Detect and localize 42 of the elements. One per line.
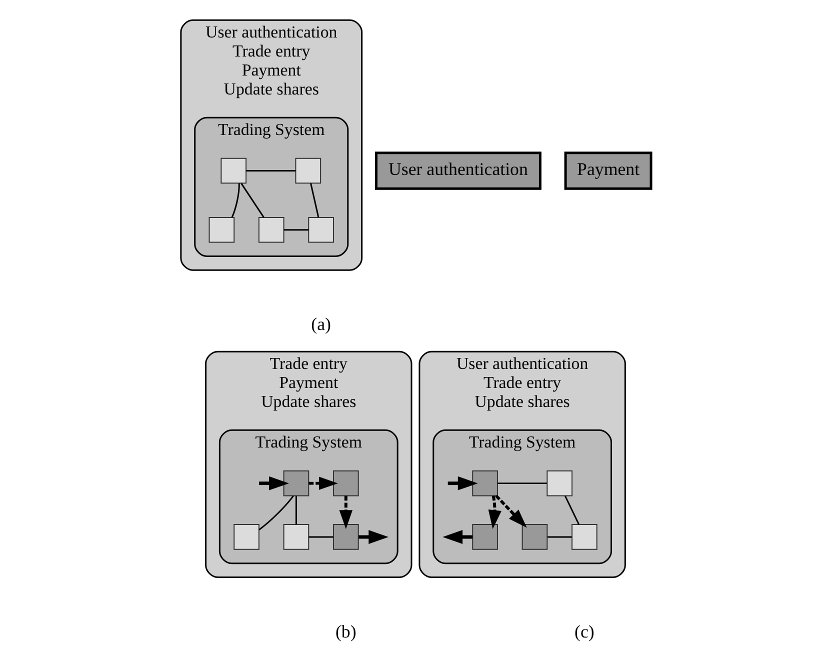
connector — [564, 495, 580, 525]
node-box — [233, 524, 259, 550]
cluster: Trading System — [432, 429, 612, 564]
connector — [294, 496, 296, 525]
arrow — [488, 495, 501, 530]
node-label: (b) — [334, 621, 356, 642]
connector — [547, 536, 572, 538]
connector — [283, 229, 308, 231]
node-box: User authentication — [374, 152, 541, 190]
arrow — [338, 496, 352, 530]
node-label: (a) — [310, 314, 330, 334]
node-box — [308, 216, 334, 243]
connector — [240, 182, 264, 218]
connector — [497, 482, 546, 484]
arrow — [358, 530, 388, 544]
arrow — [258, 476, 288, 490]
connector — [258, 495, 294, 530]
connector — [230, 183, 240, 218]
arrow — [442, 530, 472, 544]
connector — [308, 536, 333, 538]
arrow — [447, 476, 478, 490]
node-box — [220, 158, 246, 184]
node-box — [332, 470, 358, 496]
arrow — [308, 476, 338, 490]
node-label: (c) — [574, 621, 594, 642]
cluster: Trading System — [218, 429, 398, 564]
node-box — [332, 524, 358, 550]
node-box — [282, 470, 309, 496]
node-box — [472, 524, 498, 550]
cluster: Trading System — [194, 116, 348, 257]
node-box: Payment — [564, 152, 652, 190]
node-box — [521, 524, 548, 550]
node-box — [294, 158, 321, 184]
connector — [246, 170, 296, 172]
node-box — [258, 216, 284, 243]
node-box — [282, 524, 309, 550]
node-box — [472, 470, 498, 496]
node-box — [208, 216, 234, 243]
arrow — [494, 494, 526, 528]
connector — [310, 183, 319, 218]
node-box — [546, 470, 572, 496]
node-box — [571, 524, 597, 550]
